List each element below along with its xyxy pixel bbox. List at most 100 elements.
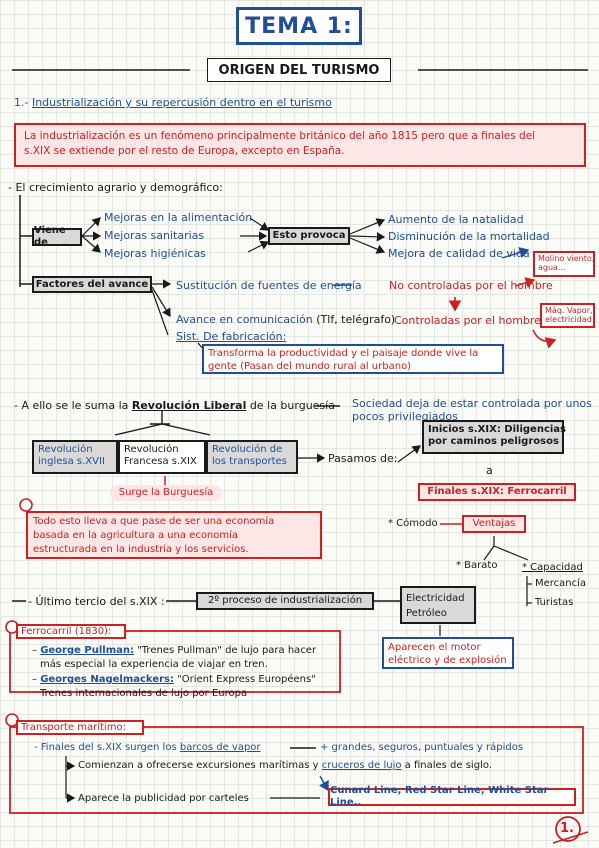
elec-box: Electricidad Petróleo — [400, 586, 476, 624]
finales-box: Finales s.XIX: Ferrocarril — [418, 483, 576, 501]
inicios-line-2: por caminos peligrosos — [428, 436, 559, 447]
pullman-line-2: más especial la experiencia de viajar en… — [40, 659, 268, 670]
surge-label: Surge la Burguesía — [118, 487, 214, 498]
maritimo-line-1: - Finales del s.XIX surgen los barcos de… — [34, 742, 261, 754]
pullman-line: – George Pullman: "Trenes Pullman" de lu… — [32, 645, 317, 656]
intro-line-2: s.XIX se extiende por el resto de Europa… — [24, 145, 345, 157]
maritimo-tag: Transporte marítimo: — [16, 720, 144, 735]
growth-heading: - El crecimiento agrario y demográfico: — [8, 181, 223, 194]
tema-title-box: TEMA 1: — [236, 7, 362, 45]
avance-label: Avance en comunicación — [176, 313, 313, 326]
subtitle: ORIGEN DEL TURISMO — [218, 62, 380, 78]
revolucion-lead-c: de la burguesía — [249, 399, 335, 412]
motor-line-2: eléctrico y de explosión — [388, 655, 507, 666]
maritimo-line-3: Aparece la publicidad por carteles — [78, 793, 249, 804]
viene-de-box: Viene de — [32, 225, 82, 248]
todo-box: Todo esto lleva a que pase de ser una ec… — [26, 511, 322, 559]
tema-title: TEMA 1: — [245, 13, 353, 39]
maritimo-l1c: + grandes, seguros, puntuales y rápidos — [320, 742, 524, 753]
elec-line-1: Electricidad — [406, 593, 465, 604]
todo-line-1: Todo esto lleva a que pase de ser una ec… — [33, 516, 275, 527]
motor-line-1: Aparecen el motor — [388, 642, 481, 653]
section1-heading: 1.- Industrialización y su repercusión d… — [14, 96, 332, 109]
section1-number: 1.- — [14, 96, 29, 109]
maq-box: Máq. Vapor, electricidad — [540, 303, 595, 328]
capacidad: * Capacidad — [522, 562, 583, 573]
avance-line: Avance en comunicación (Tlf, telégrafo) — [176, 313, 395, 326]
esto-provoca-box: Esto provoca — [268, 227, 350, 245]
maritimo-line-2: Comienzan a ofrecerse excursiones maríti… — [78, 760, 492, 772]
factores-label: Factores del avance — [35, 278, 149, 290]
ultimo-label: - Último tercio del s.XIX : — [28, 595, 165, 608]
a-connector: a — [486, 464, 493, 477]
rev-francesa-line-1: Revolución — [124, 444, 179, 455]
revolucion-lead: - A ello se le suma la Revolución Libera… — [14, 399, 335, 412]
lines-label: Cunard Line, Red Star Line, White Star L… — [330, 785, 549, 808]
effect-3: Mejora de calidad de vida — [388, 247, 530, 260]
todo-line-2: basada en la agricultura a una economía — [33, 530, 239, 541]
ferrocarril-tag-label: Ferrocarril (1830): — [21, 625, 112, 637]
molino-line-2: agua... — [538, 263, 566, 272]
mercancia: Mercancía — [535, 578, 587, 589]
rev-inglesa-line-2: inglesa s.XVII — [38, 456, 105, 467]
todo-line-3: estructurada en la industria y los servi… — [33, 544, 249, 555]
maritimo-l2c: a finales de siglo. — [404, 760, 492, 771]
nagel-line: – Georges Nagelmackers: "Orient Express … — [32, 674, 316, 685]
maritimo-l2a: Comienzan a ofrecerse excursiones maríti… — [78, 760, 319, 771]
nagel-line-2: Trenes internacionales de lujo por Europ… — [40, 688, 248, 699]
transforma-box: Transforma la productividad y el paisaje… — [202, 344, 504, 374]
surge-box: Surge la Burguesía — [110, 485, 222, 501]
intro-box: La industrialización es un fenómeno prin… — [14, 123, 586, 167]
ventajas-box: Ventajas — [462, 515, 526, 533]
sist-fabricacion: Sist. De fabricación: — [176, 330, 287, 343]
maq-line-2: electricidad — [545, 315, 592, 324]
factores-box: Factores del avance — [32, 276, 152, 293]
molino-line-1: Molino viento, — [538, 254, 595, 263]
effect-2: Disminución de la mortalidad — [388, 230, 550, 243]
intro-line-1: La industrialización es un fenómeno prin… — [24, 130, 536, 142]
viene-de-label: Viene de — [34, 225, 66, 248]
lines-box: Cunard Line, Red Star Line, White Star L… — [328, 785, 576, 808]
page-number: 1. — [560, 821, 574, 836]
ferrocarril-tag: Ferrocarril (1830): — [16, 624, 126, 639]
inicios-box: Inicios s.XIX: Diligencias por caminos p… — [422, 420, 566, 454]
no-controladas: No controladas por el hombre — [389, 279, 553, 292]
ventajas-label: Ventajas — [472, 518, 516, 529]
comodo: * Cómodo — [388, 518, 438, 529]
rev-inglesa-box: Revolución inglesa s.XVII — [32, 440, 118, 474]
sustitucion: Sustitución de fuentes de energía — [176, 279, 362, 292]
nagel-text: "Orient Express Européens" — [177, 674, 316, 685]
barato: * Barato — [456, 560, 498, 571]
sociedad-line-1: Sociedad deja de estar controlada por un… — [352, 397, 592, 410]
section1-title: Industrialización y su repercusión dentr… — [31, 96, 332, 109]
maq-line-1: Máq. Vapor, — [545, 306, 593, 315]
mejora-1: Mejoras en la alimentación — [104, 211, 253, 224]
rev-francesa-box: Revolución Francesa s.XIX — [118, 440, 206, 474]
subtitle-box: ORIGEN DEL TURISMO — [207, 58, 391, 82]
revolucion-lead-b: Revolución Liberal — [131, 399, 247, 412]
elec-line-2: Petróleo — [406, 608, 447, 619]
rev-transportes-line-1: Revolución de — [212, 444, 283, 455]
transforma-line-1: Transforma la productividad y el paisaje… — [208, 348, 479, 359]
nagel-name: Georges Nagelmackers: — [40, 674, 174, 685]
pullman-text: "Trenes Pullman" de lujo para hacer — [137, 645, 317, 656]
inicios-line-1: Inicios s.XIX: Diligencias — [428, 424, 566, 435]
transforma-line-2: gente (Pasan del mundo rural al urbano) — [208, 361, 412, 372]
turistas: Turistas — [535, 597, 574, 608]
esto-provoca-label: Esto provoca — [272, 230, 346, 241]
rev-inglesa-line-1: Revolución — [38, 444, 93, 455]
pullman-name: George Pullman: — [40, 645, 134, 656]
maritimo-l2b: cruceros de lujo — [321, 760, 402, 771]
finales-label: Finales s.XIX: Ferrocarril — [427, 486, 567, 497]
mejora-3: Mejoras higiénicas — [104, 247, 206, 260]
motor-box: Aparecen el motor eléctrico y de explosi… — [382, 637, 514, 669]
pasamos-de: Pasamos de: — [328, 452, 398, 465]
avance-paren: (Tlf, telégrafo) — [316, 313, 396, 326]
rev-transportes-box: Revolución de los transportes — [206, 440, 298, 474]
effect-1: Aumento de la natalidad — [388, 213, 524, 226]
maritimo-l1b: barcos de vapor — [179, 742, 261, 753]
sociedad-line-2: pocos privilegiados — [352, 410, 458, 423]
maritimo-tag-label: Transporte marítimo: — [21, 721, 126, 733]
proceso-box: 2º proceso de industrialización — [196, 592, 374, 610]
controladas: Controladas por el hombre — [394, 314, 541, 327]
